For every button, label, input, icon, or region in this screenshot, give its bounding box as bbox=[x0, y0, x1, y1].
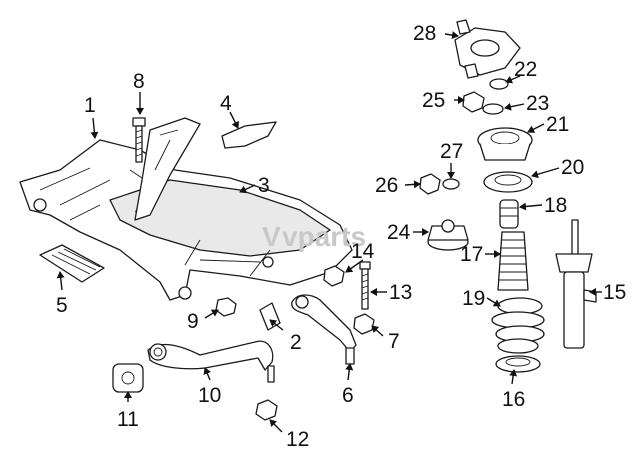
strut-15 bbox=[555, 219, 597, 349]
bushing-11 bbox=[112, 363, 144, 393]
callout-28: 28 bbox=[413, 22, 436, 45]
callout-27: 27 bbox=[440, 140, 463, 163]
callout-9: 9 bbox=[187, 310, 199, 333]
washer-22 bbox=[489, 78, 509, 90]
callout-13: 13 bbox=[389, 281, 412, 304]
upper-mount-28 bbox=[454, 19, 521, 79]
callout-2: 2 bbox=[290, 331, 302, 354]
callout-16: 16 bbox=[502, 388, 525, 411]
callout-20: 20 bbox=[561, 156, 584, 179]
callout-15: 15 bbox=[603, 281, 626, 304]
callout-24: 24 bbox=[387, 221, 411, 244]
control-arm-10 bbox=[147, 340, 275, 383]
bolt-8 bbox=[132, 117, 146, 163]
callout-19: 19 bbox=[462, 287, 485, 310]
nut-9 bbox=[215, 297, 237, 317]
heat-shield bbox=[221, 121, 277, 149]
front-subframe bbox=[19, 117, 353, 301]
spring-seat-21 bbox=[477, 127, 533, 161]
callout-1: 1 bbox=[84, 94, 96, 117]
callout-14: 14 bbox=[351, 240, 375, 263]
nut-26 bbox=[419, 173, 441, 195]
callout-22: 22 bbox=[514, 58, 537, 81]
watermark: V vparts bbox=[262, 221, 366, 252]
callout-25: 25 bbox=[422, 89, 445, 112]
callout-26: 26 bbox=[375, 174, 398, 197]
callout-3: 3 bbox=[258, 174, 270, 197]
callout-4: 4 bbox=[220, 92, 232, 115]
dust-boot-17 bbox=[497, 231, 529, 291]
bump-stop-18 bbox=[499, 199, 519, 229]
watermark-prefix: V bbox=[262, 221, 281, 252]
cap-27 bbox=[442, 178, 460, 190]
nut-7 bbox=[353, 313, 375, 335]
strut-mount-24 bbox=[427, 219, 469, 251]
callout-11: 11 bbox=[117, 408, 139, 431]
callout-numbers: 1 2 3 4 5 6 7 8 9 10 11 12 13 14 15 16 1… bbox=[56, 22, 626, 451]
watermark-text: vparts bbox=[282, 221, 366, 252]
callout-6: 6 bbox=[342, 384, 354, 407]
callout-17: 17 bbox=[460, 243, 483, 266]
callout-8: 8 bbox=[133, 70, 145, 93]
isolator-20 bbox=[483, 171, 533, 193]
nut-25 bbox=[462, 91, 485, 113]
washer-23 bbox=[482, 103, 504, 115]
callout-10: 10 bbox=[198, 384, 221, 407]
callout-23: 23 bbox=[526, 92, 549, 115]
nut-12 bbox=[255, 399, 278, 421]
callout-7: 7 bbox=[388, 330, 400, 353]
leader-lines bbox=[56, 31, 602, 433]
splash-shield bbox=[39, 244, 105, 283]
bolt-13 bbox=[359, 261, 371, 310]
callout-5: 5 bbox=[56, 294, 68, 317]
thrust-arm-6 bbox=[291, 294, 357, 365]
nut-14 bbox=[323, 265, 345, 287]
callout-12: 12 bbox=[286, 428, 309, 451]
callout-18: 18 bbox=[544, 194, 567, 217]
callout-21: 21 bbox=[546, 113, 569, 136]
lower-seat-16 bbox=[495, 355, 541, 373]
